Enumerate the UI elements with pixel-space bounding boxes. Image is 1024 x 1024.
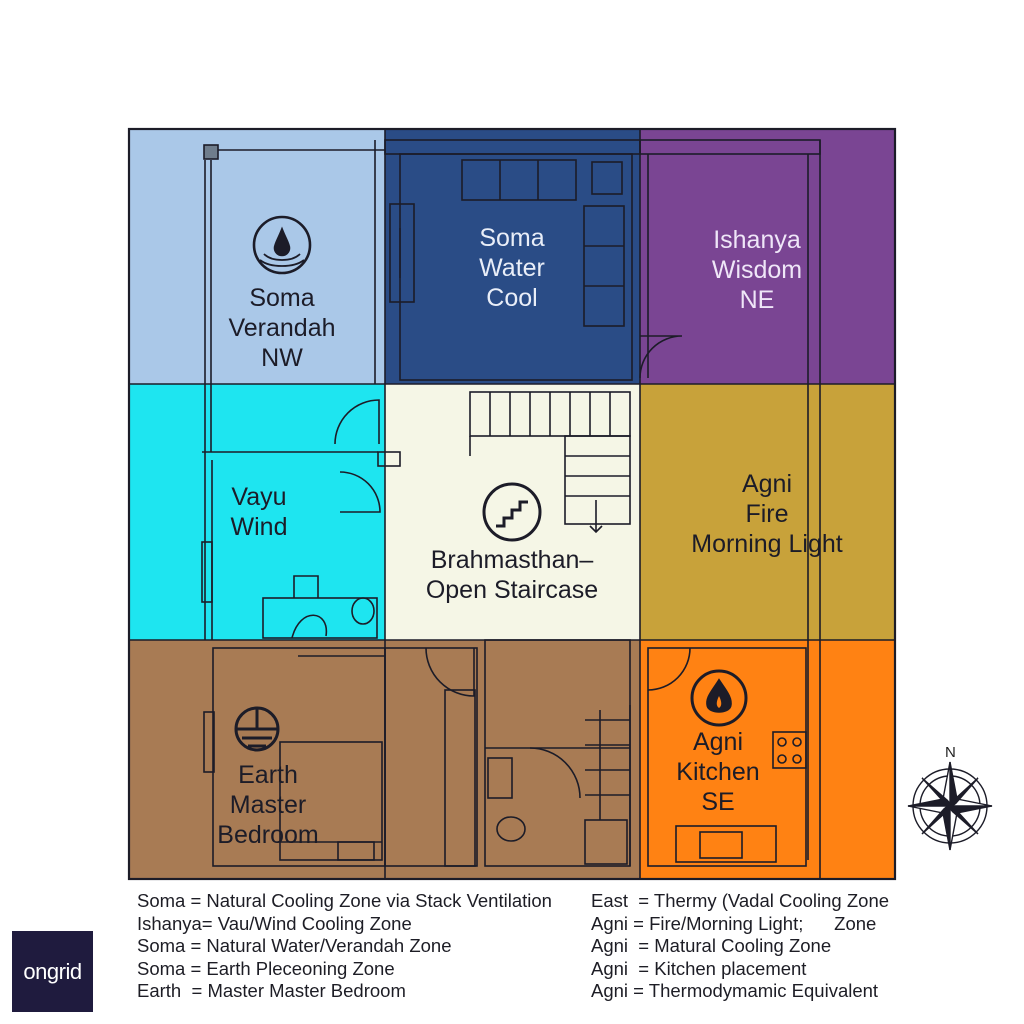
legend-item: Soma = Natural Cooling Zone via Stack Ve…	[137, 890, 552, 911]
compass-rose-icon	[907, 761, 993, 851]
compass-north-label: N	[945, 744, 956, 761]
wall-lines	[127, 127, 897, 881]
zone-east-agni	[640, 384, 895, 640]
staircase-icon	[482, 482, 542, 542]
legend-item: Agni = Matural Cooling Zone	[591, 935, 832, 957]
earth-symbol-icon	[234, 706, 280, 752]
legend-item: East = Thermy (Vadal Cooling Zone	[591, 890, 890, 911]
label-zone-sw: Earth Master Bedroom	[217, 761, 319, 849]
legend-item: Soma = Natural Water/Verandah Zone	[137, 935, 452, 957]
legend-item: Soma = Earth Pleceoning Zone	[137, 957, 395, 979]
label-zone-north: Soma Water Cool	[479, 224, 545, 312]
zone-sw-earth	[129, 640, 385, 879]
legend-item: Agni = Kitchen placement	[591, 957, 807, 979]
water-drop-icon	[252, 215, 312, 275]
legend-left: Soma = Natural Cooling Zone via Stack Ve…	[137, 890, 552, 1003]
legend-item: Earth = Master Master Bedroom	[137, 980, 406, 1002]
zone-north-soma-water	[385, 129, 640, 384]
label-zone-center: Brahmasthan– Open Staircase	[425, 546, 599, 604]
zone-se-agni-kitchen	[640, 640, 895, 879]
zone-ne-ishanya	[640, 129, 895, 384]
label-zone-ne: Ishanya Wisdom NE	[711, 226, 803, 314]
label-zone-se: Agni Kitchen SE	[676, 728, 760, 816]
legend-right: East = Thermy (Vadal Cooling Zone Agni =…	[591, 890, 889, 1003]
label-zone-east: Agni Fire Morning Light	[691, 470, 843, 558]
legend-item: Ishanya= Vau/Wind Cooling Zone	[137, 912, 412, 934]
fire-icon	[690, 669, 748, 727]
label-zone-nw: Soma Verandah NW	[228, 284, 336, 372]
legend-item: Agni = Thermodymamic Equivalent	[591, 980, 879, 1002]
legend-item: Agni = Fire/Morning Light; Zone	[591, 912, 877, 934]
brand-logo[interactable]: ongrid	[12, 931, 93, 1012]
label-zone-west: Vayu Wind	[230, 483, 288, 541]
